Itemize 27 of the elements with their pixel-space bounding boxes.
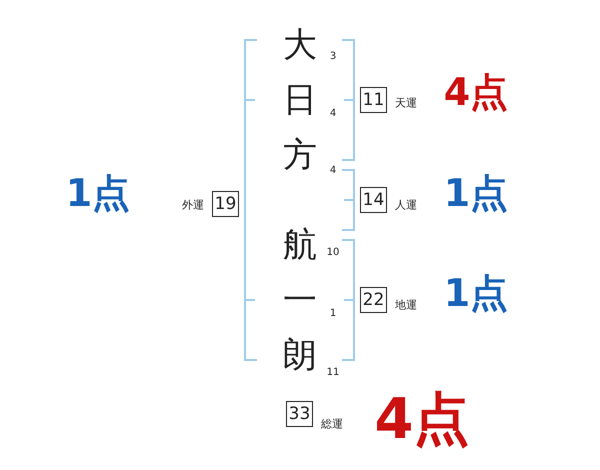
fortune-points: 1点 [444,174,508,212]
stroke-total-box: 22 [360,287,387,313]
stroke-count: 11 [326,368,340,378]
stroke-total-box: 14 [360,187,387,213]
stroke-total-box: 33 [286,401,313,427]
fortune-label: 天運 [395,98,417,108]
fortune-points: 1点 [66,174,130,212]
name-character: 一 [283,283,317,317]
stroke-count: 10 [326,248,340,258]
fortune-points: 1点 [444,274,508,312]
fortune-label: 人運 [395,200,417,210]
stroke-count: 3 [330,52,336,62]
stroke-total-box: 11 [360,87,387,113]
name-character: 日 [283,83,317,117]
fortune-label: 地運 [395,300,417,310]
fortune-label: 外運 [182,200,204,210]
fortune-points: 4点 [444,73,508,111]
fortune-label: 総運 [321,418,343,430]
name-character: 朗 [283,338,317,372]
fortune-points: 4点 [374,392,470,448]
name-character: 航 [283,228,317,262]
stroke-total-box: 19 [212,191,239,217]
stroke-count: 4 [330,109,336,119]
stroke-count: 1 [330,309,336,319]
name-character: 大 [283,28,317,62]
stroke-count: 4 [330,166,336,176]
name-character: 方 [283,138,317,172]
